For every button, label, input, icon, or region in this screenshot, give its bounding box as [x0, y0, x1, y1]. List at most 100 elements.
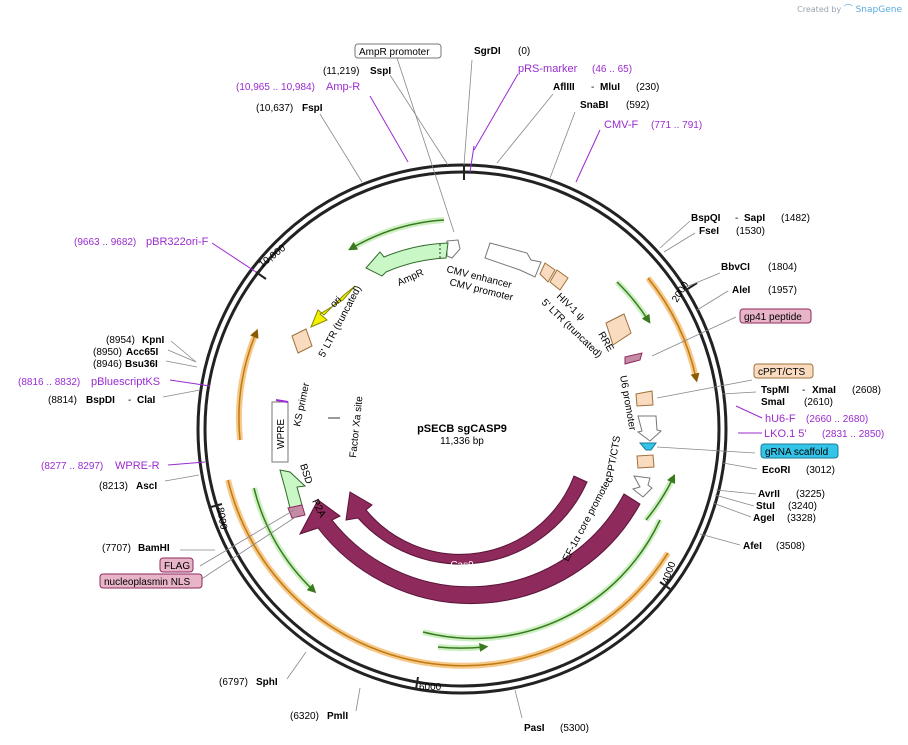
primer-hu6: hU6-F [765, 413, 796, 425]
site-ecori: EcoRI [762, 465, 791, 476]
p2a-box [287, 504, 306, 519]
primer-leaders [167, 73, 763, 466]
site-bamhi-pos: (7707) [102, 543, 131, 554]
site-sphi-pos: (6797) [219, 677, 248, 688]
box-ampr-promoter-text: AmpR promoter [359, 47, 430, 58]
site-snabi: SnaBI [580, 100, 609, 111]
cas9-inner-arrow [345, 475, 588, 565]
snapgene-credit: Created by ⌒ SnapGene [797, 2, 902, 15]
site-tspmi: TspMI [761, 385, 789, 396]
orange-arcs [225, 276, 700, 669]
tick-label-6000: 6000 [419, 682, 442, 693]
plasmid-name: pSECB sgCASP9 [417, 423, 507, 435]
site-agei-pos: (3328) [787, 513, 816, 524]
site-sapi: SapI [744, 213, 765, 224]
primer-prs-range: (46 .. 65) [592, 64, 632, 75]
site-pmli: PmlI [327, 711, 348, 722]
site-stui: StuI [756, 501, 775, 512]
site-afliii: AflIII [553, 82, 575, 93]
wpre-label: WPRE [276, 419, 287, 449]
primer-hu6-range: (2660 .. 2680) [806, 414, 868, 425]
green-arc-bsd-line [253, 487, 317, 594]
primer-cmvf-range: (771 .. 791) [651, 120, 702, 131]
site-smai: SmaI [761, 397, 785, 408]
site-pasi: PasI [524, 723, 545, 734]
green-arc-cas9-line [422, 519, 661, 640]
site-smai-pos: (2610) [804, 397, 833, 408]
ampr-label: AmpR [396, 267, 426, 288]
green-arc-ef1a-line [645, 473, 676, 521]
site-afliii-pos: (230) [636, 82, 659, 93]
site-alei: AleI [732, 285, 751, 296]
site-bsu36i: Bsu36I [125, 359, 158, 370]
primer-pbr-range: (9663 .. 9682) [74, 237, 136, 248]
site-agei: AgeI [753, 513, 775, 524]
box-cppt-text: cPPT/CTS [758, 367, 806, 378]
svg-text:-: - [591, 82, 594, 93]
u6-promoter-label: U6 promoter [617, 375, 638, 432]
site-alei-pos: (1957) [768, 285, 797, 296]
orange-arc-cppt-line [647, 277, 700, 383]
primer-wprer: WPRE-R [115, 460, 160, 472]
site-bbvci-pos: (1804) [768, 262, 797, 273]
green-arc-ef1a [643, 476, 676, 522]
inner-features [271, 239, 663, 519]
site-bspdi-pos: (8814) [48, 395, 77, 406]
green-arc-rre-line [616, 281, 651, 324]
primer-lko-range: (2831 .. 2850) [822, 429, 884, 440]
primer-wprer-range: (8277 .. 8297) [41, 461, 103, 472]
hiv-psi-box-1 [539, 262, 556, 283]
primer-pbr: pBR322ori-F [146, 236, 209, 248]
primer-labels: pRS-marker (46 .. 65) CMV-F (771 .. 791)… [18, 63, 884, 472]
site-asci-pos: (8213) [99, 481, 128, 492]
site-avrii: AvrII [758, 489, 780, 500]
svg-text:-: - [802, 385, 805, 396]
site-fsei-pos: (1530) [736, 226, 765, 237]
cppt-box-2 [636, 454, 655, 469]
primer-ampr: Amp-R [326, 81, 360, 93]
cmv-promoter-arrow [484, 242, 542, 278]
svg-text:-: - [735, 213, 738, 224]
site-fspi-pos: (10,637) [256, 103, 293, 114]
box-grna-text: gRNA scaffold [765, 447, 828, 458]
site-mlui: MluI [600, 82, 620, 93]
backbone [196, 163, 728, 695]
green-arc-bottom-line [437, 642, 489, 652]
ks-primer-label: KS primer [292, 381, 312, 427]
plasmid-size: 11,336 bp [440, 436, 484, 447]
hiv-psi-box-2 [549, 269, 569, 291]
factor-xa-label: Factor Xa site [348, 395, 365, 458]
site-bspqi-pos: (1482) [781, 213, 810, 224]
site-pmli-pos: (6320) [290, 711, 319, 722]
site-afei-pos: (3508) [776, 541, 805, 552]
site-acc65i-pos: (8950) [93, 347, 122, 358]
snapgene-logo: ⌒ SnapGene [843, 5, 902, 15]
site-asci: AscI [136, 481, 157, 492]
box-gp41-text: gp41 peptide [744, 312, 802, 323]
primer-lko: LKO.1 5' [764, 428, 806, 440]
site-stui-pos: (3240) [788, 501, 817, 512]
tick-marks [210, 165, 698, 690]
box-nls [99, 573, 203, 589]
cas9-label-inner: Cas9 [450, 560, 474, 571]
box-flag [159, 557, 194, 573]
site-bspqi: BspQI [691, 213, 721, 224]
site-pasi-pos: (5300) [560, 723, 589, 734]
site-kpni: KpnI [142, 335, 164, 346]
green-arc-ampr [350, 217, 445, 251]
credit-text: Created by [797, 5, 842, 14]
cas9-label-outer: Cas9 [464, 612, 488, 623]
orange-arc-wpre-line [238, 328, 259, 441]
site-afei: AfeI [743, 541, 762, 552]
box-nls-text: nucleoplasmin NLS [104, 577, 190, 588]
site-xmai: XmaI [812, 385, 836, 396]
cas9-outer-arrow [298, 493, 641, 605]
boxed-labels: AmpR promoter gp41 peptide cPPT/CTS gRNA… [99, 43, 839, 589]
site-labels: SgrDI (0) (11,219) SspI AflIII - MluI (2… [48, 46, 881, 734]
ori-arrow [310, 285, 356, 328]
site-avrii-pos: (3225) [796, 489, 825, 500]
site-bbvci: BbvCI [721, 262, 750, 273]
site-snabi-pos: (592) [626, 100, 649, 111]
primer-pbks: pBluescriptKS [91, 376, 160, 388]
orange-arc-main-line [227, 479, 669, 667]
